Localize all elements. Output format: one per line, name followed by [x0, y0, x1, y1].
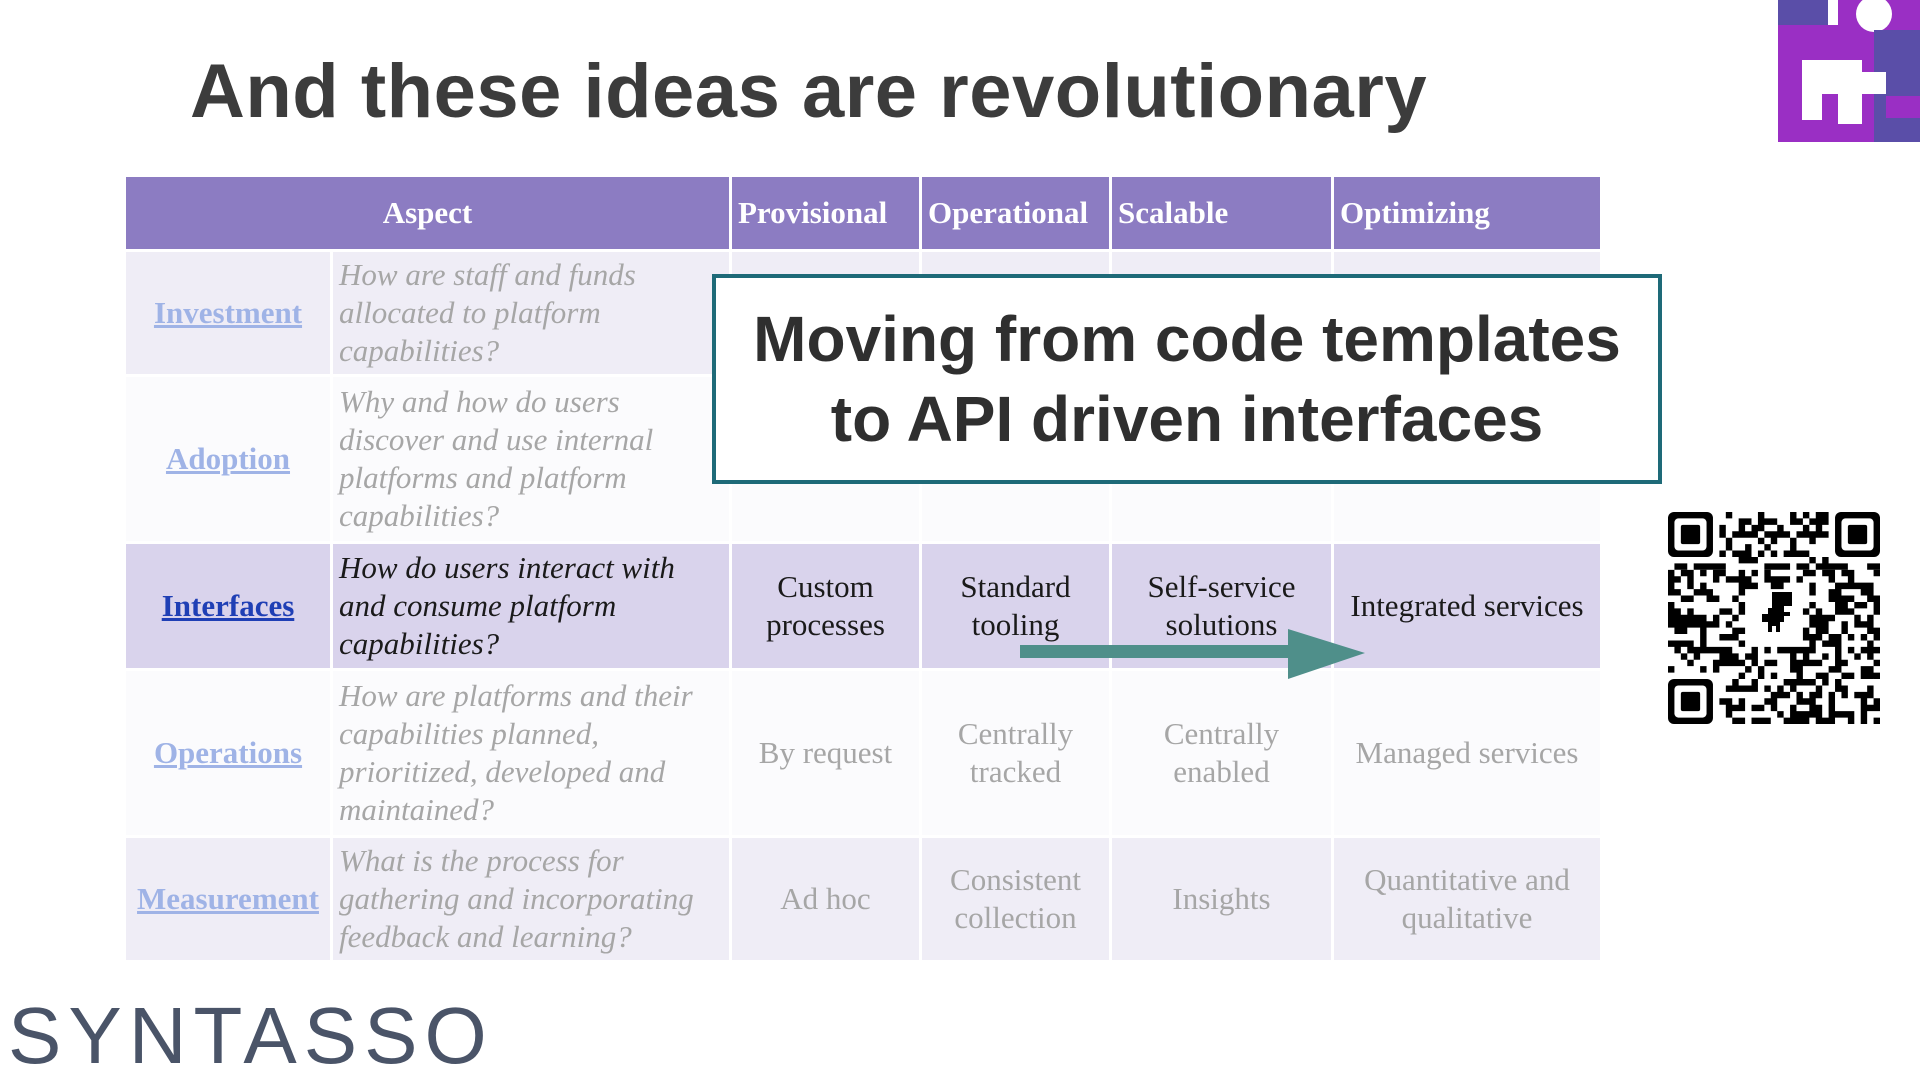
brand-logo: SYNTASSO	[8, 991, 494, 1080]
header-provisional: Provisional	[732, 177, 919, 249]
callout-text: Moving from code templates to API driven…	[753, 303, 1621, 455]
header-operational: Operational	[922, 177, 1109, 249]
header-scalable: Scalable	[1112, 177, 1331, 249]
operations-scalable: Centrally enabled	[1112, 671, 1331, 835]
operations-provisional: By request	[732, 671, 919, 835]
interfaces-optimizing: Integrated services	[1334, 544, 1600, 668]
adoption-link[interactable]: Adoption	[165, 441, 291, 476]
interfaces-operational: Standard tooling	[922, 544, 1109, 668]
measurement-question: What is the process for gathering and in…	[333, 838, 729, 960]
measurement-provisional: Ad hoc	[732, 838, 919, 960]
slide-title: And these ideas are revolutionary	[190, 49, 1428, 134]
table-row-measurement: Measurement What is the process for gath…	[126, 838, 1600, 960]
puzzle-logo-icon	[1778, 0, 1920, 142]
measurement-operational: Consistent collection	[922, 838, 1109, 960]
header-optimizing: Optimizing	[1334, 177, 1600, 249]
operations-operational: Centrally tracked	[922, 671, 1109, 835]
arrow-right-icon	[1020, 629, 1365, 679]
table-row-interfaces: Interfaces How do users interact with an…	[126, 544, 1600, 668]
table-header-row: Aspect Provisional Operational Scalable …	[126, 177, 1600, 249]
maturity-table: Aspect Provisional Operational Scalable …	[123, 174, 1603, 963]
interfaces-link[interactable]: Interfaces	[161, 588, 295, 623]
investment-question: How are staff and funds allocated to pla…	[333, 252, 729, 374]
interfaces-provisional: Custom processes	[732, 544, 919, 668]
table-row-operations: Operations How are platforms and their c…	[126, 671, 1600, 835]
operations-question: How are platforms and their capabilities…	[333, 671, 729, 835]
adoption-question: Why and how do users discover and use in…	[333, 377, 729, 541]
operations-optimizing: Managed services	[1334, 671, 1600, 835]
interfaces-question: How do users interact with and consume p…	[333, 544, 729, 668]
callout-box: Moving from code templates to API driven…	[712, 274, 1662, 484]
investment-link[interactable]: Investment	[153, 295, 303, 330]
operations-link[interactable]: Operations	[153, 735, 303, 770]
qr-code-icon	[1668, 512, 1880, 724]
measurement-link[interactable]: Measurement	[137, 881, 319, 916]
measurement-scalable: Insights	[1112, 838, 1331, 960]
measurement-optimizing: Quantitative and qualitative	[1334, 838, 1600, 960]
header-aspect: Aspect	[126, 177, 729, 249]
